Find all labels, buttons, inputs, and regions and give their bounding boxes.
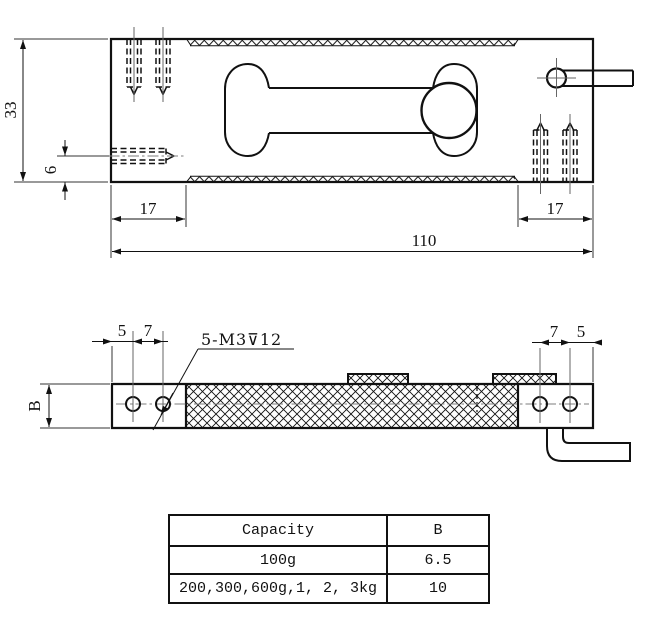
dim-5-right-text: 5 (577, 322, 586, 341)
table-row: 100g 6.5 (168, 545, 490, 575)
hatched-body (186, 384, 518, 428)
dim-6-text: 6 (41, 166, 60, 175)
dim-5-left-text: 5 (118, 321, 127, 340)
b-value-cell: 6.5 (386, 545, 490, 575)
dim-7-left-text: 7 (144, 321, 153, 340)
dim-7-5-right: 7 5 (532, 322, 602, 382)
dim-33: 33 (1, 38, 108, 183)
dim-B-text: B (25, 400, 44, 411)
hatched-pad-left (347, 373, 409, 385)
dim-33-text: 33 (1, 102, 20, 119)
dim-B: B (25, 383, 110, 429)
threaded-holes-bottom-right (532, 114, 578, 194)
hatched-pad-right (492, 373, 557, 385)
threaded-holes-top-left (126, 27, 171, 102)
side-view: B 5 7 7 5 5-M3⊽12 (25, 321, 631, 462)
dim-17-right-text: 17 (547, 199, 565, 218)
side-view-body-outline (110, 382, 595, 430)
spec-table-header-capacity: Capacity (168, 514, 388, 547)
thread-callout-text: 5-M3⊽12 (201, 330, 282, 349)
dim-6: 6 (41, 140, 109, 200)
cable-exit-top-view (537, 58, 634, 97)
dim-7-right-text: 7 (550, 322, 559, 341)
dim-17-left: 17 (110, 185, 187, 258)
flexure-circle (420, 81, 478, 140)
cable-wire (561, 69, 634, 87)
top-view: 33 6 17 17 110 (1, 27, 634, 258)
capacity-cell: 200,300,600g,1, 2, 3kg (168, 573, 388, 604)
dim-17-left-text: 17 (140, 199, 158, 218)
serrated-edge-bottom (186, 175, 519, 182)
dim-110-text: 110 (412, 231, 437, 250)
spec-table: Capacity B 100g 6.5 200,300,600g,1, 2, 3… (168, 514, 490, 604)
capacity-cell: 100g (168, 545, 388, 575)
dim-17-right: 17 (517, 185, 592, 227)
table-row: 200,300,600g,1, 2, 3kg 10 (168, 573, 490, 604)
spec-table-header-row: Capacity B (168, 514, 490, 547)
b-value-cell: 10 (386, 573, 490, 604)
serrated-edge-top (186, 39, 519, 47)
cable-exit-side-view (546, 429, 631, 462)
top-view-body-outline (109, 37, 595, 184)
dim-110: 110 (112, 185, 594, 258)
dogbone-cutout (224, 62, 478, 158)
spec-table-header-b: B (386, 514, 490, 547)
side-view-holes (125, 331, 578, 423)
thread-callout: 5-M3⊽12 (152, 330, 294, 431)
dim-5-7-left: 5 7 (92, 321, 168, 382)
